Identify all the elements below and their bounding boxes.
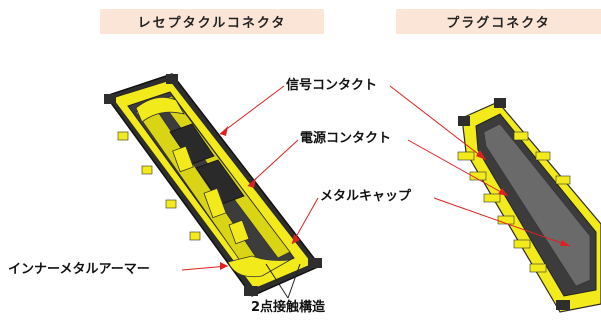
arrow-signal-receptacle bbox=[220, 126, 228, 136]
receptacle-top-end bbox=[135, 96, 185, 123]
plug-corner-cap-left bbox=[458, 116, 470, 126]
leader-power-plug bbox=[407, 139, 509, 197]
receptacle-connector bbox=[104, 73, 322, 297]
power-contact-label: 電源コンタクト bbox=[300, 131, 392, 146]
receptacle-contact-1 bbox=[172, 145, 194, 173]
leader-arrowheads bbox=[220, 126, 570, 270]
inner-metal-armor-label: インナーメタルアーマー bbox=[8, 262, 150, 277]
receptacle-header: レセプタクルコネクタ bbox=[100, 9, 324, 34]
leader-lines bbox=[181, 85, 571, 299]
receptacle-side-tab-2 bbox=[141, 165, 153, 175]
two-point-contact-label: 2点接触構造 bbox=[251, 300, 326, 315]
receptacle-corner-cap-tl bbox=[104, 94, 116, 104]
leader-twopoint-2 bbox=[287, 263, 301, 299]
leader-power-receptacle bbox=[247, 139, 299, 187]
plug-terminal-2 bbox=[469, 171, 487, 181]
receptacle-corner-cap-br bbox=[308, 258, 322, 268]
leader-metalcap-receptacle bbox=[291, 197, 319, 245]
receptacle-contact-2 bbox=[203, 187, 227, 219]
plug-terminal-1 bbox=[457, 151, 475, 161]
plug-terminal-5 bbox=[513, 239, 531, 249]
receptacle-side-tab-4 bbox=[189, 231, 201, 241]
arrow-metalcap-plug bbox=[560, 240, 570, 246]
plug-terminal-r2 bbox=[535, 151, 551, 161]
leader-signal-receptacle bbox=[219, 85, 285, 135]
plug-connector bbox=[457, 98, 601, 313]
metal-cap-label: メタルキャップ bbox=[320, 189, 412, 204]
plug-corner-cap-top bbox=[494, 98, 506, 108]
plug-terminal-4 bbox=[497, 215, 515, 225]
plug-terminal-r3 bbox=[555, 175, 571, 185]
arrow-power-plug bbox=[498, 188, 508, 196]
receptacle-side-tab-3 bbox=[165, 199, 177, 209]
leader-signal-plug bbox=[389, 85, 487, 161]
receptacle-corner-cap-bl bbox=[244, 286, 258, 296]
receptacle-contact-3 bbox=[228, 219, 250, 245]
plug-terminal-3 bbox=[483, 193, 501, 203]
plug-corner-cap-bottom bbox=[556, 300, 570, 310]
plug-header-text: プラグコネクタ bbox=[446, 16, 551, 31]
receptacle-side-tab-1 bbox=[117, 131, 129, 141]
leader-metalcap-plug bbox=[433, 197, 571, 247]
plug-terminal-6 bbox=[529, 263, 547, 273]
arrow-power-receptacle bbox=[248, 178, 256, 188]
leader-twopoint-1 bbox=[265, 263, 289, 299]
arrow-metalcap-receptacle bbox=[292, 234, 300, 244]
plug-terminal-r1 bbox=[513, 131, 529, 141]
receptacle-corner-cap-tr bbox=[166, 74, 178, 84]
signal-contact-label: 信号コンタクト bbox=[286, 78, 378, 93]
receptacle-inner-armor bbox=[227, 255, 291, 278]
plug-header: プラグコネクタ bbox=[396, 9, 601, 34]
receptacle-header-text: レセプタクルコネクタ bbox=[137, 16, 287, 31]
arrow-armor bbox=[220, 262, 228, 270]
arrow-signal-plug bbox=[476, 150, 486, 160]
